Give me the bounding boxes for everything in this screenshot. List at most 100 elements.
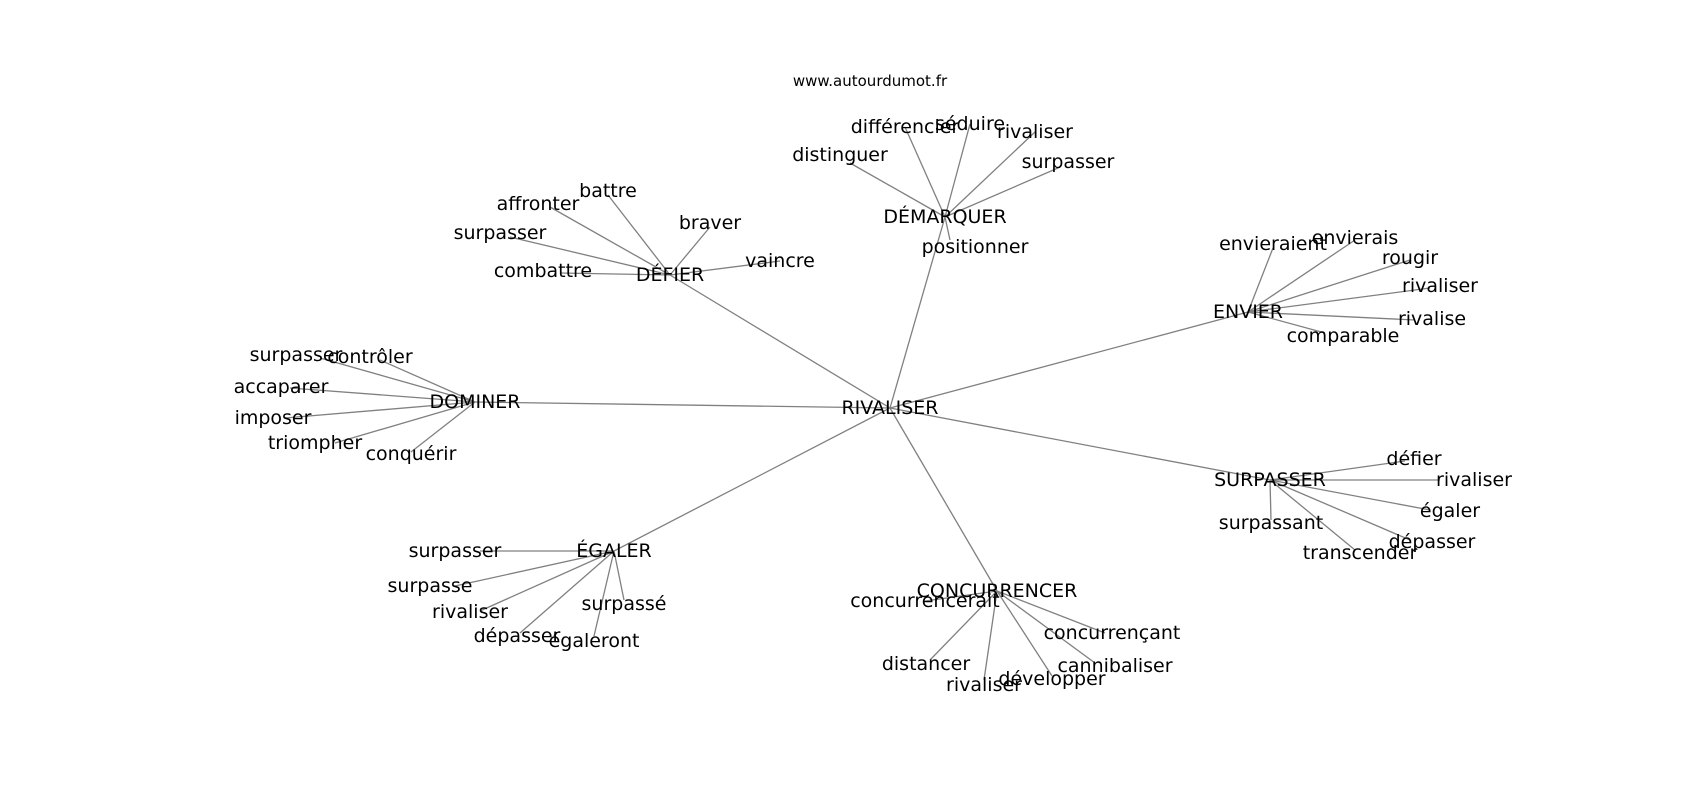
edge-surpasser-leaf-0: [1269, 460, 1406, 481]
leaf-node-egaler-2[interactable]: surpassé: [582, 593, 667, 615]
leaf-node-demarquer-3[interactable]: distinguer: [792, 144, 888, 166]
edge-surpasser-leaf-2: [1269, 479, 1431, 511]
edge-root-envier: [889, 311, 1249, 409]
edge-egaler-leaf-4: [519, 550, 615, 634]
edge-concurrencer-leaf-4: [996, 590, 1053, 677]
edge-dominer-leaf-3: [284, 401, 476, 419]
edge-envier-leaf-3: [1247, 287, 1431, 313]
root-node-label[interactable]: RIVALISER: [841, 397, 938, 419]
hub-node-defier[interactable]: DÉFIER: [636, 263, 704, 286]
edge-egaler-leaf-1: [454, 550, 615, 587]
edge-demarquer-leaf-2: [944, 131, 1036, 218]
leaf-node-egaler-4[interactable]: dépasser: [474, 625, 561, 647]
edge-envier-leaf-2: [1247, 259, 1411, 313]
edge-surpasser-leaf-3: [1269, 479, 1272, 521]
edge-surpasser-leaf-5: [1269, 479, 1356, 551]
leaf-node-envier-4[interactable]: rivalise: [1398, 308, 1466, 330]
graph-labels: RIVALISERDÉMARQUERdifférencierséduireriv…: [234, 113, 1513, 696]
edge-dominer-leaf-0: [319, 357, 476, 403]
hub-node-concurrencer[interactable]: CONCURRENCER: [917, 580, 1078, 602]
edge-dominer-leaf-5: [410, 401, 476, 453]
leaf-node-defier-5[interactable]: combattre: [494, 260, 592, 282]
edge-dominer-leaf-4: [334, 401, 476, 444]
leaf-node-demarquer-2[interactable]: rivaliser: [997, 121, 1073, 143]
leaf-node-envier-2[interactable]: rougir: [1382, 247, 1438, 269]
leaf-node-concurrencer-4[interactable]: développer: [998, 668, 1105, 690]
edge-demarquer-leaf-1: [944, 123, 971, 218]
leaf-node-defier-0[interactable]: battre: [579, 180, 637, 202]
edge-egaler-leaf-5: [593, 550, 615, 637]
hub-node-envier[interactable]: ENVIER: [1213, 301, 1283, 323]
edge-concurrencer-leaf-1: [996, 590, 1106, 634]
leaf-node-demarquer-5[interactable]: positionner: [922, 236, 1029, 258]
leaf-node-concurrencer-1[interactable]: concurrençant: [1044, 622, 1181, 644]
leaf-node-egaler-3[interactable]: rivaliser: [432, 601, 508, 623]
edge-egaler-leaf-3: [479, 550, 615, 612]
leaf-node-defier-1[interactable]: affronter: [497, 193, 580, 215]
edge-root-surpasser: [889, 407, 1271, 481]
leaf-node-dominer-2[interactable]: accaparer: [234, 376, 329, 398]
hub-node-egaler[interactable]: ÉGALER: [576, 539, 652, 562]
leaf-node-envier-1[interactable]: envierais: [1312, 227, 1399, 249]
edge-root-dominer: [474, 401, 891, 409]
edge-root-demarquer: [889, 216, 946, 409]
leaf-node-surpasser-4[interactable]: dépasser: [1389, 531, 1476, 553]
edge-envier-leaf-0: [1247, 247, 1274, 313]
leaf-node-surpasser-5[interactable]: transcender: [1303, 542, 1418, 564]
leaf-node-envier-0[interactable]: envieraient: [1219, 233, 1327, 255]
edge-envier-leaf-1: [1247, 239, 1356, 313]
leaf-node-envier-5[interactable]: comparable: [1287, 325, 1400, 347]
leaf-node-surpasser-0[interactable]: défier: [1386, 448, 1441, 470]
graph-edges: [284, 123, 1440, 681]
edge-root-defier: [669, 274, 891, 409]
edge-dominer-leaf-1: [379, 359, 476, 403]
leaf-node-defier-4[interactable]: vaincre: [745, 250, 815, 272]
edge-surpasser-leaf-4: [1269, 479, 1411, 541]
leaf-node-defier-3[interactable]: surpasser: [454, 222, 547, 244]
leaf-node-concurrencer-3[interactable]: cannibaliser: [1057, 655, 1172, 677]
leaf-node-demarquer-4[interactable]: surpasser: [1022, 151, 1115, 173]
edge-concurrencer-leaf-2: [929, 590, 998, 661]
edge-defier-leaf-5: [559, 272, 671, 276]
leaf-node-egaler-1[interactable]: surpasse: [388, 575, 473, 597]
leaf-node-dominer-3[interactable]: imposer: [235, 407, 312, 429]
leaf-node-demarquer-0[interactable]: différencier: [851, 116, 960, 138]
hub-node-surpasser[interactable]: SURPASSER: [1214, 469, 1326, 491]
edge-root-concurrencer: [889, 407, 998, 592]
edge-demarquer-leaf-5: [944, 216, 951, 241]
leaf-node-concurrencer-5[interactable]: rivaliser: [946, 674, 1022, 696]
leaf-node-egaler-5[interactable]: égaleront: [549, 630, 640, 652]
source-url-label: www.autourdumot.fr: [792, 72, 948, 90]
leaf-node-concurrencer-2[interactable]: distancer: [882, 653, 971, 675]
leaf-node-surpasser-2[interactable]: égaler: [1420, 500, 1480, 522]
edge-defier-leaf-2: [669, 226, 711, 276]
edge-dominer-leaf-2: [289, 387, 476, 403]
leaf-node-envier-3[interactable]: rivaliser: [1402, 275, 1478, 297]
edge-defier-leaf-4: [669, 260, 781, 276]
edge-demarquer-leaf-0: [904, 126, 946, 218]
edge-demarquer-leaf-3: [849, 162, 946, 218]
edge-concurrencer-leaf-5: [983, 590, 998, 681]
edge-demarquer-leaf-4: [944, 167, 1059, 218]
edge-defier-leaf-1: [549, 206, 671, 276]
leaf-node-concurrencer-0[interactable]: concurrencerait: [850, 590, 1000, 612]
edge-concurrencer-leaf-3: [996, 590, 1096, 664]
leaf-node-defier-2[interactable]: braver: [679, 212, 741, 234]
edge-envier-leaf-4: [1247, 311, 1416, 321]
leaf-node-dominer-5[interactable]: conquérir: [366, 443, 457, 465]
leaf-node-egaler-0[interactable]: surpasser: [409, 540, 502, 562]
leaf-node-dominer-1[interactable]: contrôler: [327, 346, 413, 368]
edge-egaler-leaf-2: [613, 550, 625, 601]
leaf-node-demarquer-1[interactable]: séduire: [935, 113, 1005, 135]
leaf-node-dominer-4[interactable]: triompher: [268, 432, 362, 454]
hub-node-dominer[interactable]: DOMINER: [429, 391, 520, 413]
edge-envier-leaf-5: [1247, 311, 1326, 334]
leaf-node-surpasser-1[interactable]: rivaliser: [1436, 469, 1512, 491]
hub-node-demarquer[interactable]: DÉMARQUER: [883, 205, 1006, 228]
edge-defier-leaf-3: [509, 236, 671, 276]
leaf-node-dominer-0[interactable]: surpasser: [250, 344, 343, 366]
edge-concurrencer-leaf-0: [924, 590, 998, 602]
leaf-node-surpasser-3[interactable]: surpassant: [1219, 512, 1323, 534]
edge-defier-leaf-0: [607, 194, 671, 276]
